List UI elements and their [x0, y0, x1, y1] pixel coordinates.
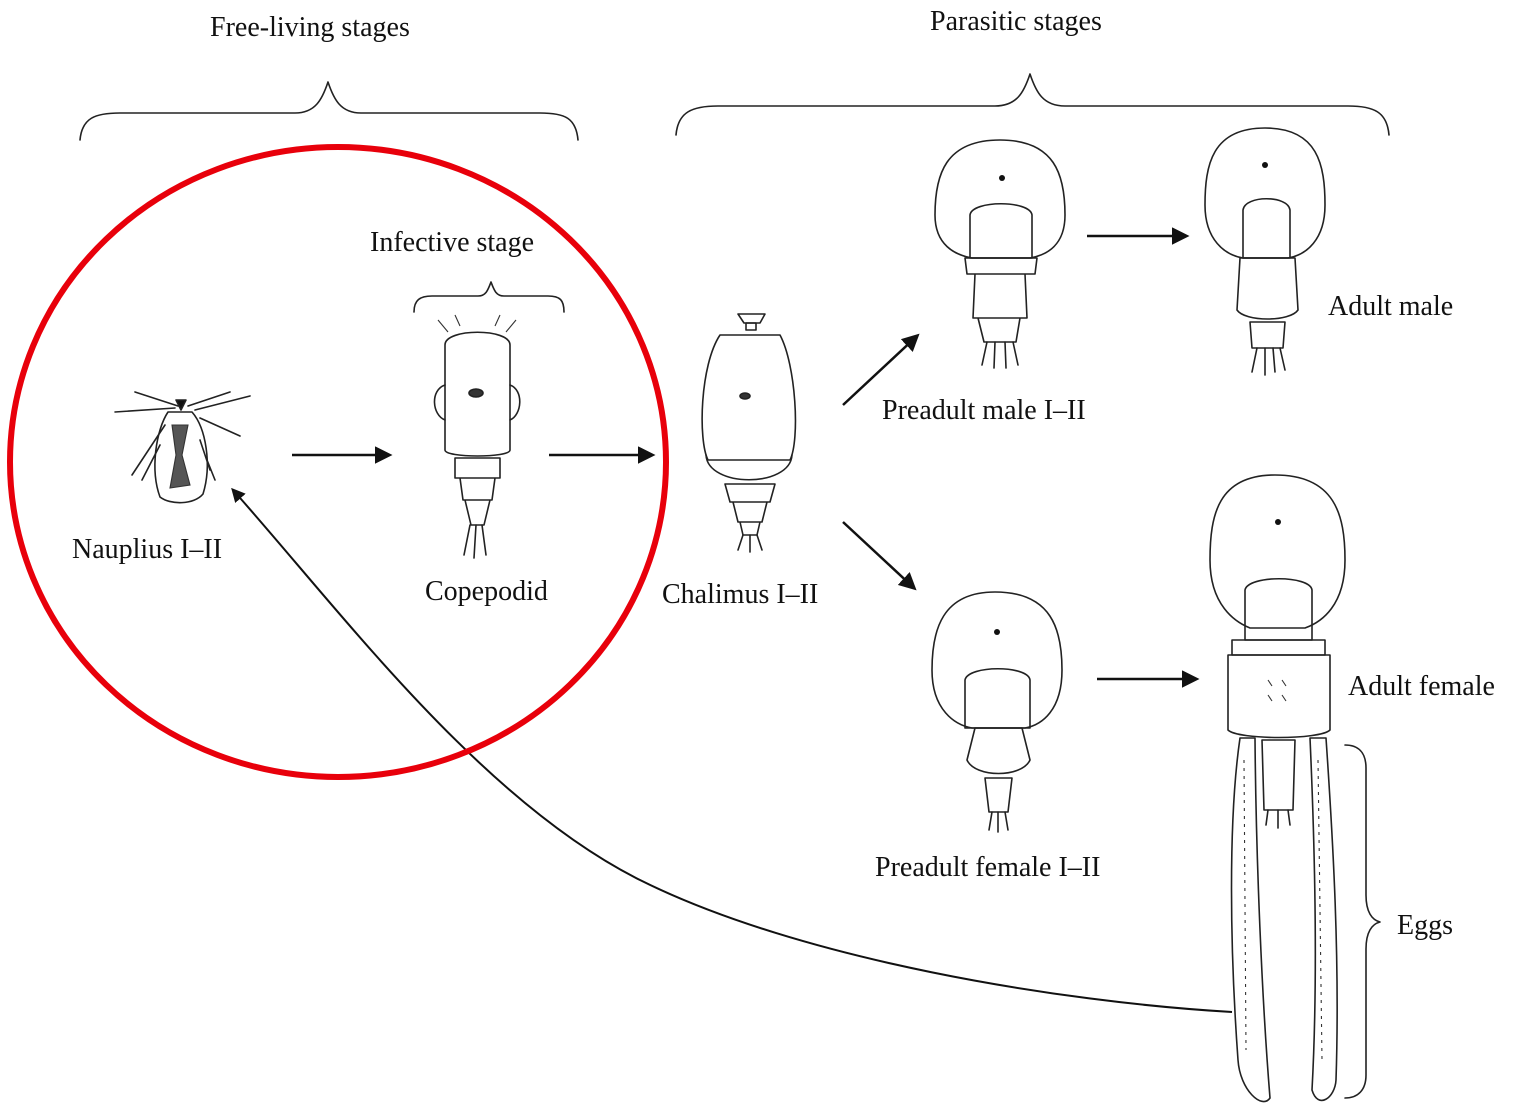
label-adult-male: Adult male [1328, 293, 1453, 321]
label-eggs: Eggs [1397, 912, 1453, 940]
label-nauplius: Nauplius I–II [72, 536, 222, 564]
adult-male-drawing [1205, 128, 1325, 375]
parasitic-brace [676, 74, 1389, 135]
adult-female-with-egg-strings-drawing [1210, 475, 1345, 1102]
label-preadult-female: Preadult female I–II [875, 854, 1100, 882]
label-infective-stage: Infective stage [370, 229, 534, 257]
infective-brace [414, 282, 564, 312]
label-parasitic-stages: Parasitic stages [930, 8, 1102, 36]
preadult-male-drawing [935, 140, 1065, 368]
label-copepodid: Copepodid [425, 578, 548, 606]
free-living-brace [80, 82, 578, 140]
label-preadult-male: Preadult male I–II [882, 397, 1086, 425]
arrow-chalimus-to-preadult-female [843, 522, 914, 588]
nauplius-larva-drawing [115, 392, 250, 503]
copepodid-drawing [434, 315, 519, 558]
preadult-female-drawing [932, 592, 1062, 832]
label-chalimus: Chalimus I–II [662, 581, 818, 609]
eggs-brace [1345, 745, 1380, 1098]
label-free-living-stages: Free-living stages [210, 14, 410, 42]
label-adult-female: Adult female [1348, 673, 1495, 701]
highlight-ellipse [10, 147, 666, 777]
chalimus-drawing [702, 314, 795, 552]
arrow-eggs-to-nauplius [233, 490, 1232, 1012]
